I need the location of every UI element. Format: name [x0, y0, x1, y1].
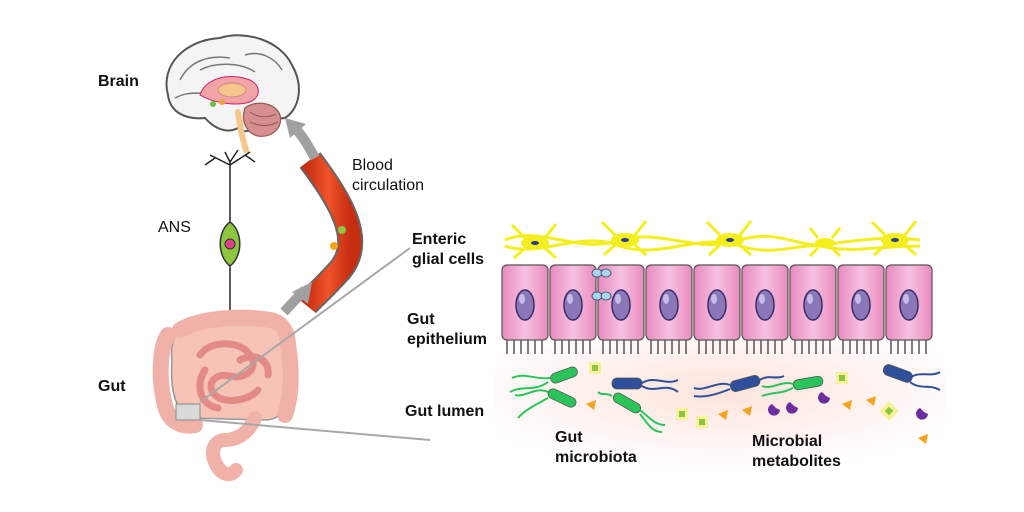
- intestine-icon: [152, 309, 299, 482]
- epithelial-cell-icon: [693, 264, 741, 354]
- gut-lumen-area: [495, 340, 945, 470]
- zoom-line-upper: [199, 247, 411, 403]
- label-gut: Gut: [98, 378, 126, 395]
- epithelial-cell-icon: [741, 264, 789, 354]
- glial-cell-icon: [870, 220, 918, 257]
- epithelial-cell-icon: [837, 264, 885, 354]
- metabolite-icon: [589, 362, 899, 428]
- label-enteric-glial-cells: Enteric glial cells: [412, 231, 485, 268]
- bacterium-icon: [761, 375, 824, 397]
- glial-cell-icon: [705, 220, 753, 257]
- bacterium-icon: [514, 388, 577, 419]
- label-brain: Brain: [98, 73, 139, 90]
- arrow-from-gut: [280, 282, 312, 316]
- epithelial-cell-icon: [789, 264, 837, 354]
- label-ans: ANS: [158, 219, 191, 236]
- bacterium-icon: [693, 375, 785, 398]
- zoom-line-lower: [199, 419, 431, 441]
- glial-cell-icon: [808, 227, 842, 258]
- bacterium-icon: [882, 364, 941, 391]
- glial-cell-icon: [600, 220, 648, 257]
- epithelial-cell-icon: [501, 264, 549, 354]
- label-gut-lumen: Gut lumen: [405, 403, 485, 420]
- bacterium-icon: [611, 377, 679, 393]
- epithelial-cell-icon: [597, 264, 645, 354]
- arrow-to-brain: [285, 118, 320, 161]
- metabolite-icon: [768, 392, 928, 420]
- label-blood-circulation: Blood circulation: [352, 157, 425, 194]
- epithelial-cell-icon: [885, 264, 933, 354]
- glial-cell-layer: [504, 234, 921, 252]
- brain-icon: [165, 34, 300, 153]
- blood-vessel-icon: [295, 152, 364, 314]
- gut-epithelium-layer: [501, 264, 933, 354]
- epithelial-cell-icon: [549, 264, 597, 354]
- metabolite-icon: [586, 396, 928, 444]
- epithelial-cell-icon: [645, 264, 693, 354]
- label-microbial-metabolites: Microbial metabolites: [752, 433, 841, 470]
- glial-cell-icon: [510, 223, 558, 260]
- neuron-cell-body: [219, 221, 241, 267]
- label-gut-microbiota: Gut microbiota: [555, 429, 637, 466]
- bacterium-icon: [597, 391, 666, 433]
- bacterium-icon: [509, 366, 578, 393]
- tight-junction-icon: [591, 268, 612, 301]
- label-gut-epithelium: Gut epithelium: [407, 311, 488, 348]
